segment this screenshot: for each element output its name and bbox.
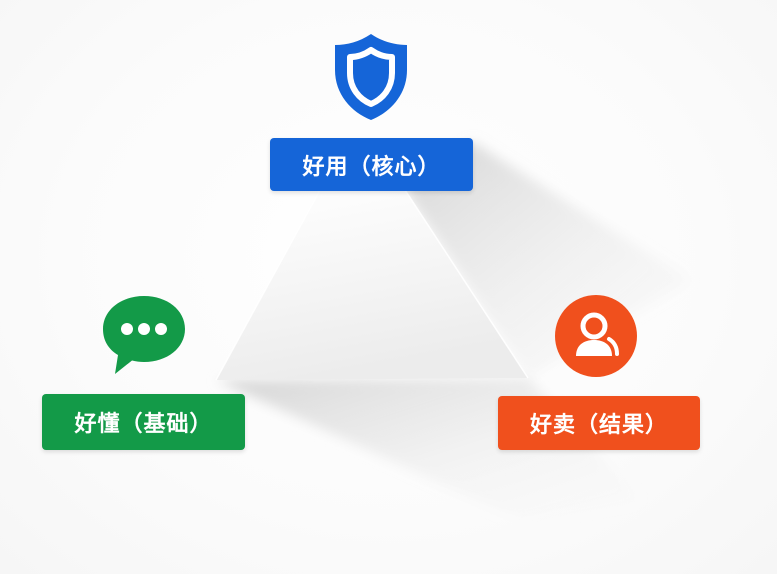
node-label-core-text: 好用（核心） (302, 154, 441, 180)
node-label-foundation: 好懂（基础） (42, 394, 245, 450)
node-label-foundation-text: 好懂（基础） (74, 412, 213, 437)
node-label-result-text: 好卖（结果） (529, 413, 668, 438)
shield-icon (335, 34, 407, 120)
node-label-core: 好用（核心） (270, 138, 473, 191)
chat-bubble-icon (103, 296, 185, 374)
user-icon (555, 295, 637, 377)
node-label-result: 好卖（结果） (498, 396, 700, 450)
